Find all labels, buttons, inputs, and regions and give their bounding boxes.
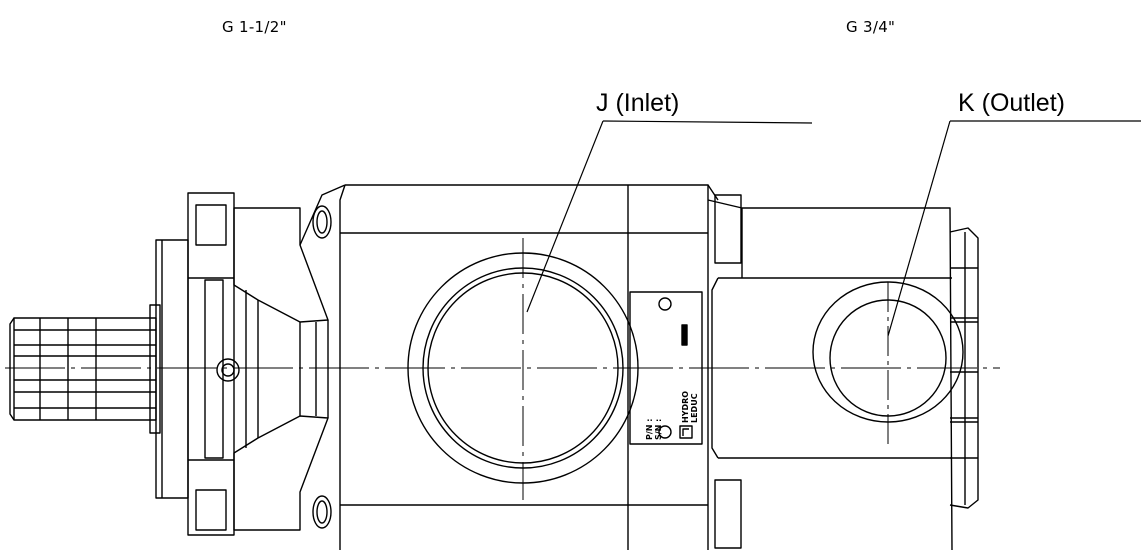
outlet-leader [887, 120, 951, 337]
main-housing [339, 184, 719, 550]
inlet-thread-label: G 1-1/2" [222, 18, 287, 36]
inlet-leader-underline [602, 120, 813, 124]
front-cap [216, 184, 346, 531]
outlet-port [812, 281, 964, 445]
inlet-leader [526, 120, 604, 313]
splined-shaft [9, 317, 157, 421]
hex-end-nut [949, 227, 979, 509]
leader-lines [526, 120, 1141, 337]
inlet-port [407, 238, 639, 500]
rear-housing [707, 194, 953, 550]
inlet-callout: J (Inlet) [596, 89, 679, 117]
brand-line-2: LEDUC [690, 393, 699, 423]
shaft-collar [149, 239, 189, 499]
outlet-thread-label: G 3/4" [846, 18, 896, 36]
brand-line-1: HYDRO [681, 391, 690, 423]
mounting-flange [187, 192, 235, 536]
nameplate [629, 291, 703, 445]
outlet-callout: K (Outlet) [958, 89, 1065, 117]
part-number-label: P/N : [645, 419, 654, 440]
serial-number-label: S/N : [654, 419, 663, 440]
